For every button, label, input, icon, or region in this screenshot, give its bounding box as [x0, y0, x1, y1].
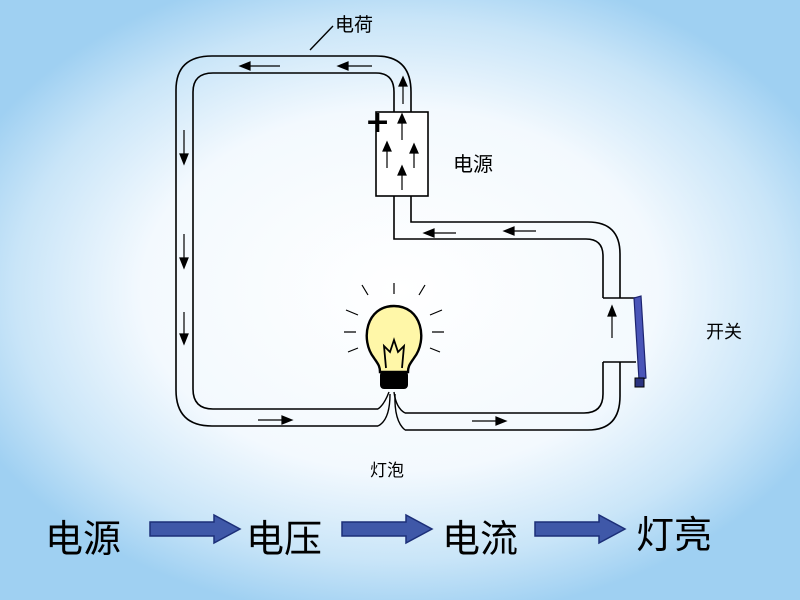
current-arrow: [238, 61, 280, 71]
bulb-lead-left-outer: [377, 393, 391, 427]
current-arrow: [179, 130, 189, 166]
current-arrow: [258, 415, 294, 425]
current-arrow: [502, 226, 536, 236]
switch-contact: [634, 377, 645, 388]
bulb-lead-left: [377, 391, 390, 410]
power-source-label: 电源: [453, 152, 493, 176]
plus-sign: +: [365, 105, 390, 140]
current-arrows: [179, 61, 617, 426]
current-arrow: [472, 416, 508, 426]
current-arrow: [179, 312, 189, 346]
light-bulb: [344, 283, 444, 389]
wire-outer-outline-lower: [405, 196, 621, 431]
current-arrow: [397, 164, 407, 190]
wire-inner-outline: [192, 72, 395, 410]
charge-label: 电荷: [335, 14, 374, 36]
switch-blade: [633, 295, 647, 381]
current-arrow: [179, 234, 189, 270]
bulb-base: [380, 371, 408, 389]
charge-pointer-line: [309, 25, 334, 51]
current-arrow: [382, 140, 392, 168]
bulb-rays: [344, 283, 444, 353]
current-arrow: [607, 304, 617, 338]
bulb-filament: [382, 337, 406, 369]
current-arrow: [397, 112, 407, 140]
current-arrow: [336, 61, 372, 71]
switch-label: 开关: [706, 322, 742, 343]
wire-inner-outline-lower: [393, 196, 604, 414]
current-arrow: [422, 228, 456, 238]
current-arrow: [398, 75, 408, 104]
bulb-label: 灯泡: [370, 461, 404, 481]
current-arrow: [409, 142, 419, 168]
wire-outer-outline: [175, 55, 412, 427]
bulb-lead-right-outer: [394, 393, 406, 431]
